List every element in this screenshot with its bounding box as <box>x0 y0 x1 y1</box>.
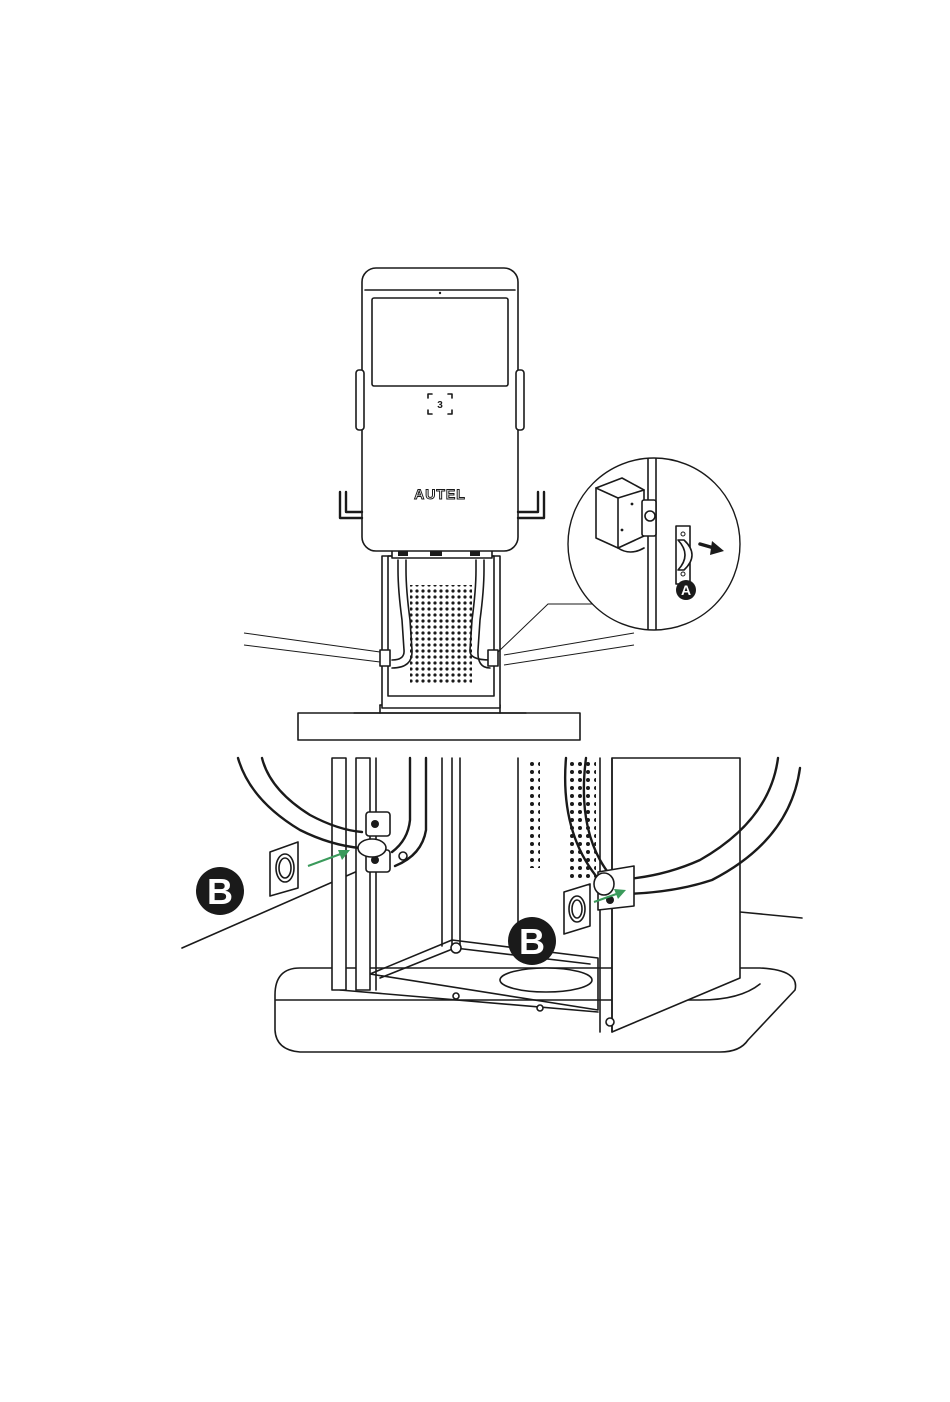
right-grommet <box>564 884 590 934</box>
charger-front-view: 3 AUTEL <box>244 268 634 740</box>
detail-inset: A <box>568 440 740 640</box>
qr-label: 3 <box>437 400 443 411</box>
pedestal-interior-view: B B <box>182 758 802 1052</box>
label-a: A <box>676 580 696 600</box>
vent-mesh <box>410 585 472 685</box>
brand-logo: AUTEL <box>414 486 466 502</box>
left-grommet <box>270 842 298 896</box>
svg-text:A: A <box>681 582 691 598</box>
label-b-right: B <box>508 917 556 965</box>
label-b-left: B <box>196 867 244 915</box>
base-platform <box>298 713 580 740</box>
svg-text:B: B <box>207 871 233 912</box>
svg-text:B: B <box>519 921 545 962</box>
